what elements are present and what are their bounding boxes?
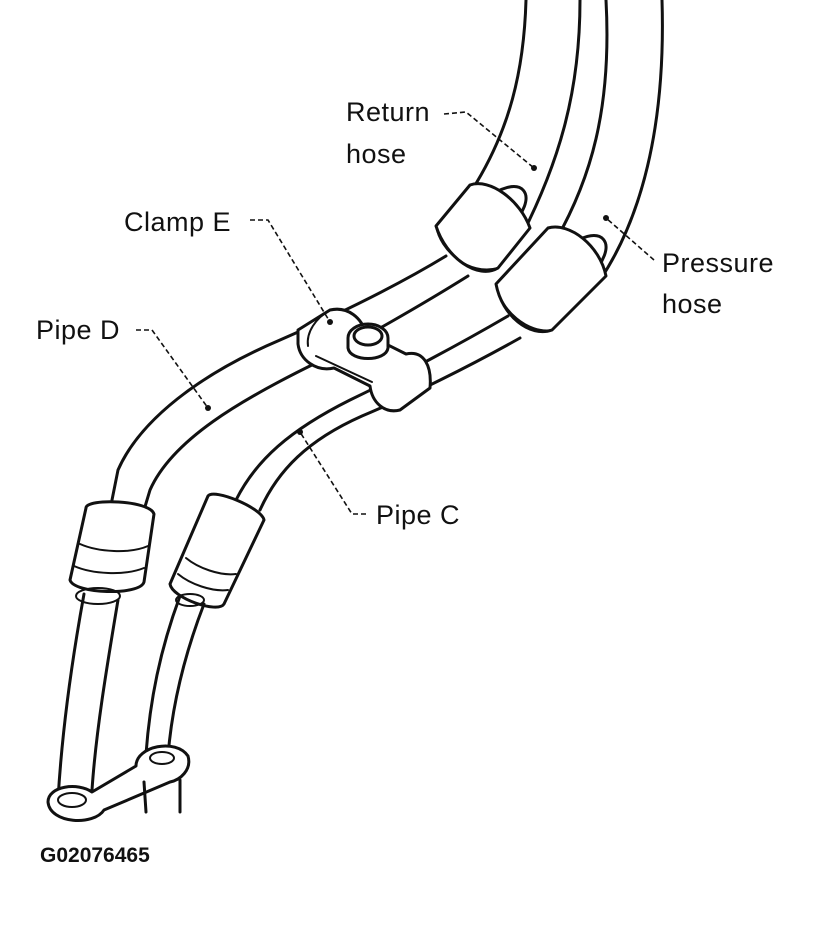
clamp-e-label: Clamp E [124, 207, 231, 237]
pipe-d-dot [205, 405, 211, 411]
leader-lines [136, 111, 655, 515]
pressure-hose-label-line1: Pressure [662, 248, 774, 278]
pipe-c [224, 314, 522, 512]
pressure-hose-label-line2: hose [662, 289, 723, 319]
pressure-hose-dot [603, 215, 609, 221]
clamp-e-dot [327, 319, 333, 325]
pipe-d-flare-nut [68, 500, 156, 593]
return-hose-fitting [434, 182, 532, 273]
pressure-hose-fitting [494, 225, 608, 334]
figure-code: G02076465 [40, 844, 150, 867]
return-hose-dot [531, 165, 537, 171]
return-hose-label-line2: hose [346, 139, 407, 169]
pressure-hose-leader [605, 217, 655, 261]
lower-lines [46, 587, 206, 822]
pipe-d-leader [136, 329, 209, 409]
pipe-c-label: Pipe C [376, 500, 460, 530]
return-hose-label-line1: Return [346, 97, 430, 127]
pipe-c-dot [297, 429, 303, 435]
clamp-e-leader [250, 219, 331, 323]
clamp-e [296, 307, 432, 413]
return-hose-leader [443, 111, 535, 169]
labels: Return hose Pressure hose Clamp E Pipe D… [36, 97, 774, 867]
pipe-c-leader [299, 431, 366, 515]
pipe-d-label: Pipe D [36, 315, 120, 345]
pipe-c-flare-nut [168, 492, 266, 609]
